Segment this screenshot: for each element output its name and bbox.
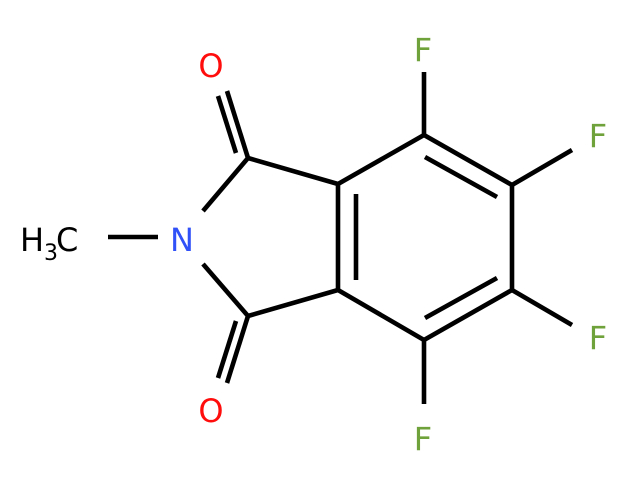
bond-c-o-bottom-b (215, 320, 239, 379)
bond-n-c-bottom (201, 262, 250, 318)
bond-ring-lower-right-inner (423, 275, 499, 321)
atom-label-F-bottom: F (414, 420, 432, 458)
atom-label-O-top: O (198, 47, 223, 85)
atom-label-F-upper-right: F (589, 117, 607, 155)
atom-label-N: N (170, 221, 194, 259)
bond-c-o-bottom-a (224, 315, 251, 384)
bond-ring-lower-left (336, 288, 426, 342)
bond-layer (108, 72, 574, 404)
bond-n-c-top (201, 156, 250, 213)
bond-ring-lower-right (422, 288, 514, 342)
bond-ring-upper-right-inner (423, 154, 499, 200)
bond-c-bottom-ring (247, 287, 339, 319)
bond-f-lower-right (510, 288, 574, 327)
atom-label-O-bottom: O (198, 392, 223, 430)
bond-c-o-top-a (224, 90, 251, 159)
methyl-h: H (20, 221, 44, 259)
bond-ring-upper-right (422, 133, 514, 187)
methyl-label: H 3 C (20, 221, 78, 266)
bond-ring-upper-left (336, 133, 426, 186)
bond-f-upper-right (510, 148, 574, 187)
methyl-c: C (56, 221, 78, 259)
bond-c-top-ring (247, 155, 339, 187)
bond-c-o-top-b (215, 95, 239, 154)
methyl-subscript: 3 (44, 241, 58, 266)
atom-label-F-top: F (414, 31, 432, 69)
atom-label-F-lower-right: F (589, 319, 607, 357)
